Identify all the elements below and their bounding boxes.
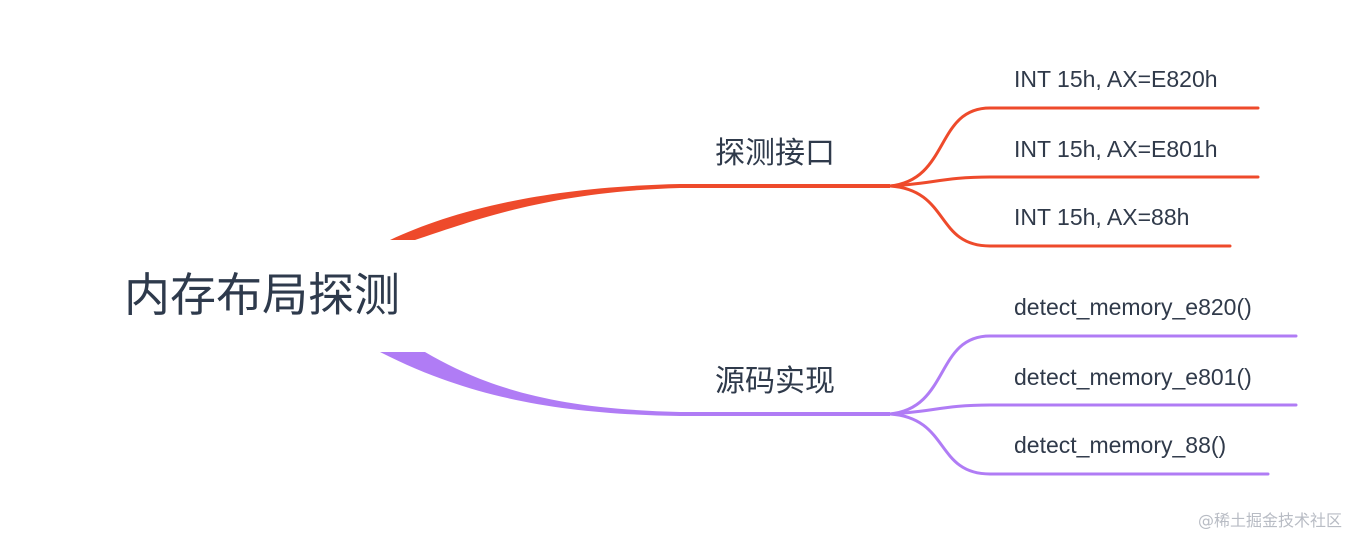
branch-0-to-leaf-0-connector	[888, 106, 1260, 188]
leaf-label-int15-e801: INT 15h, AX=E801h	[1014, 136, 1218, 162]
branch-1-to-leaf-1-connector	[888, 403, 1298, 416]
leaf-label-detect-88: detect_memory_88()	[1014, 432, 1227, 458]
root-to-branch-0-connector	[390, 184, 890, 240]
root-to-branch-0-connector	[390, 184, 890, 240]
watermark-text: @稀土掘金技术社区	[1197, 511, 1342, 530]
branch-0-to-leaf-2-connector	[888, 184, 1232, 248]
branch-label-probe-interface: 探测接口	[715, 136, 835, 171]
root-to-branch-1-connector	[380, 352, 890, 416]
leaf-label-int15-88: INT 15h, AX=88h	[1014, 204, 1190, 230]
branch-1-to-leaf-0-connector	[888, 334, 1298, 416]
leaf-label-detect-e801: detect_memory_e801()	[1014, 364, 1252, 390]
branch-label-source-implementation: 源码实现	[715, 364, 835, 399]
branch-1-to-leaf-2-connector	[888, 412, 1270, 476]
root-node-label: 内存布局探测	[124, 268, 400, 322]
leaf-label-int15-e820: INT 15h, AX=E820h	[1014, 66, 1218, 92]
leaf-label-detect-e820: detect_memory_e820()	[1014, 294, 1252, 320]
branch-0-to-leaf-1-connector	[888, 175, 1260, 188]
